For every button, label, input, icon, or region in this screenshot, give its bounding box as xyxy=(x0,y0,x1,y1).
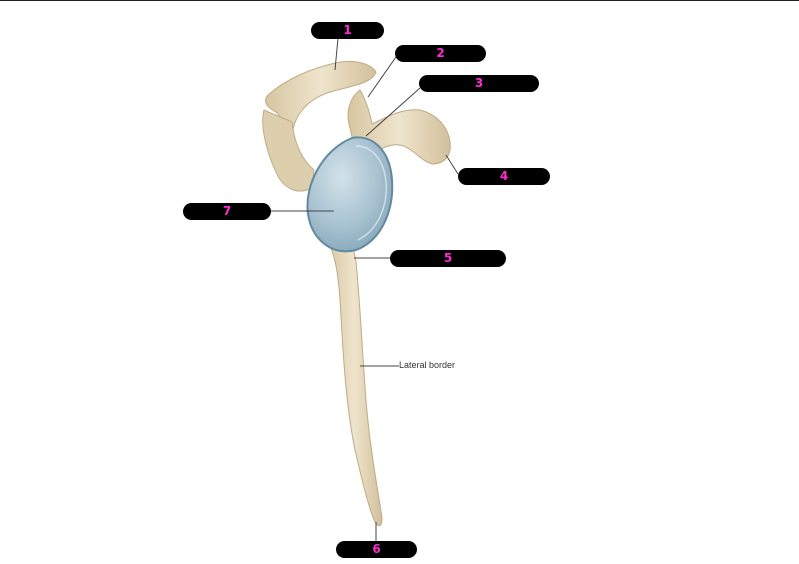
label-1: 1 xyxy=(311,22,384,39)
leader-2 xyxy=(367,56,397,98)
top-border xyxy=(0,0,799,1)
glenoid-cavity xyxy=(306,136,394,253)
label-7: 7 xyxy=(183,203,271,220)
label-5: 5 xyxy=(390,250,506,267)
label-4: 4 xyxy=(458,168,550,185)
lateral-border-shaft xyxy=(324,239,383,527)
label-3: 3 xyxy=(419,75,539,92)
scapula-body xyxy=(262,109,315,192)
label-2: 2 xyxy=(395,45,486,62)
lateral-border-label: Lateral border xyxy=(399,360,456,370)
leader-1 xyxy=(334,37,339,71)
label-6: 6 xyxy=(336,541,417,558)
acromion xyxy=(265,60,377,141)
leader-3 xyxy=(365,87,421,137)
leader-4 xyxy=(445,154,459,175)
